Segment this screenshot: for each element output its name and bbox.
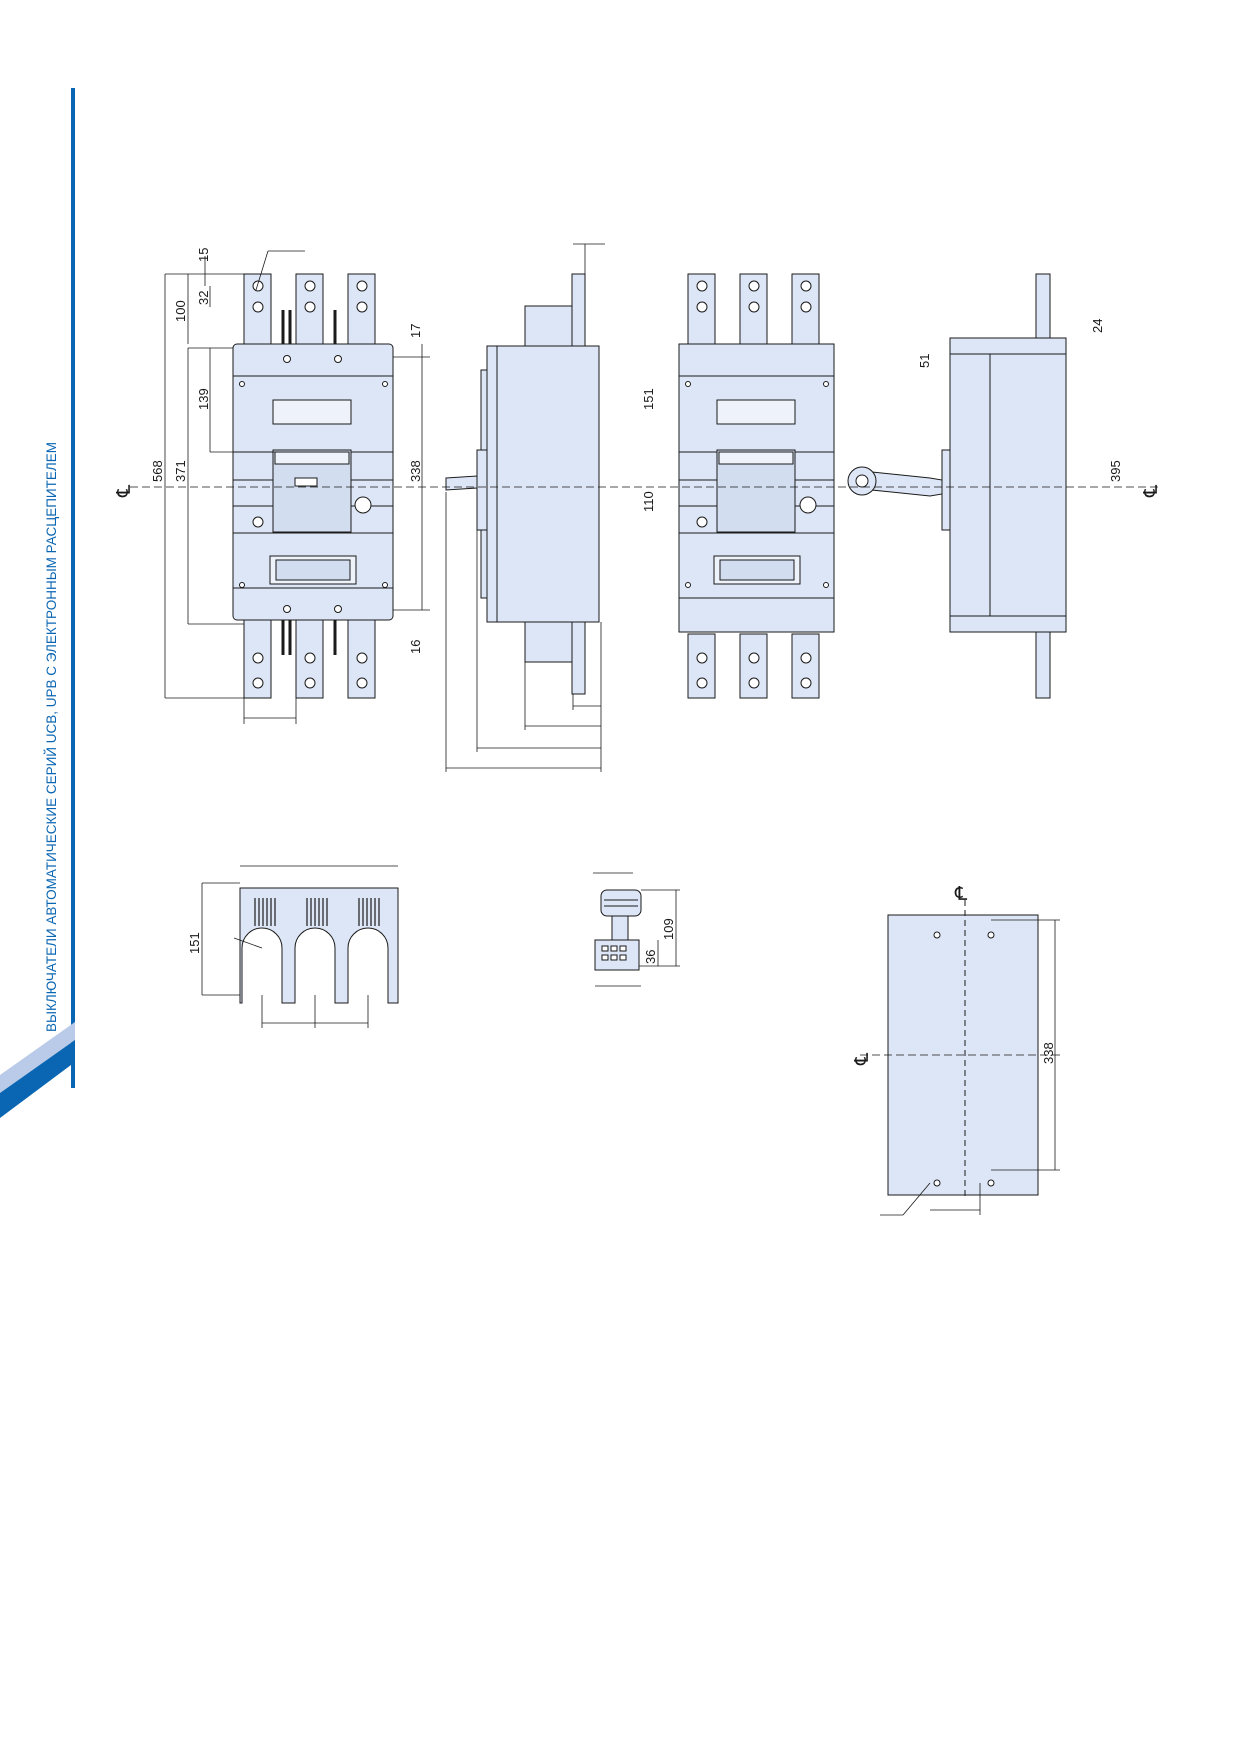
dim-338-plate: 338 (1041, 1042, 1056, 1064)
centerline-symbol-plate: ℄ (852, 1052, 873, 1066)
side-view (445, 273, 600, 695)
dim-100: 100 (173, 300, 188, 322)
centerline-symbols: ℄ ℄ ℄ ℄ (114, 484, 1162, 1066)
dim-16: 16 (408, 640, 423, 654)
dim-24: 24 (1090, 319, 1105, 333)
dim-15: 15 (196, 248, 211, 262)
dim-32: 32 (196, 291, 211, 305)
rear-view (678, 273, 835, 699)
front-view (232, 273, 394, 699)
dim-371: 371 (173, 460, 188, 482)
centerlines (130, 486, 1160, 1056)
centerline-symbol-right: ℄ (1141, 484, 1162, 498)
centerline-symbol-left: ℄ (114, 484, 135, 498)
dim-109: 109 (661, 918, 676, 940)
dim-151-cover: 151 (187, 932, 202, 954)
terminal-cover-view (239, 887, 399, 1004)
dim-51: 51 (917, 354, 932, 368)
accent-bar (0, 88, 75, 1118)
dim-139: 139 (196, 388, 211, 410)
dim-151: 151 (641, 388, 656, 410)
centerline-symbol-plate-top: ℄ (954, 884, 968, 905)
dim-338: 338 (408, 460, 423, 482)
dimension-lines (164, 243, 1060, 1216)
dim-17: 17 (408, 324, 423, 338)
side-view-handle (847, 273, 1067, 699)
mounting-plate-view (887, 900, 1039, 1200)
dimension-labels: 15 32 100 139 568 371 17 338 16 151 110 … (150, 248, 1123, 1064)
dim-110: 110 (641, 491, 656, 512)
dim-395: 395 (1108, 460, 1123, 482)
dim-36: 36 (643, 950, 658, 964)
dim-568: 568 (150, 460, 165, 482)
handle-detail-view (594, 889, 642, 971)
